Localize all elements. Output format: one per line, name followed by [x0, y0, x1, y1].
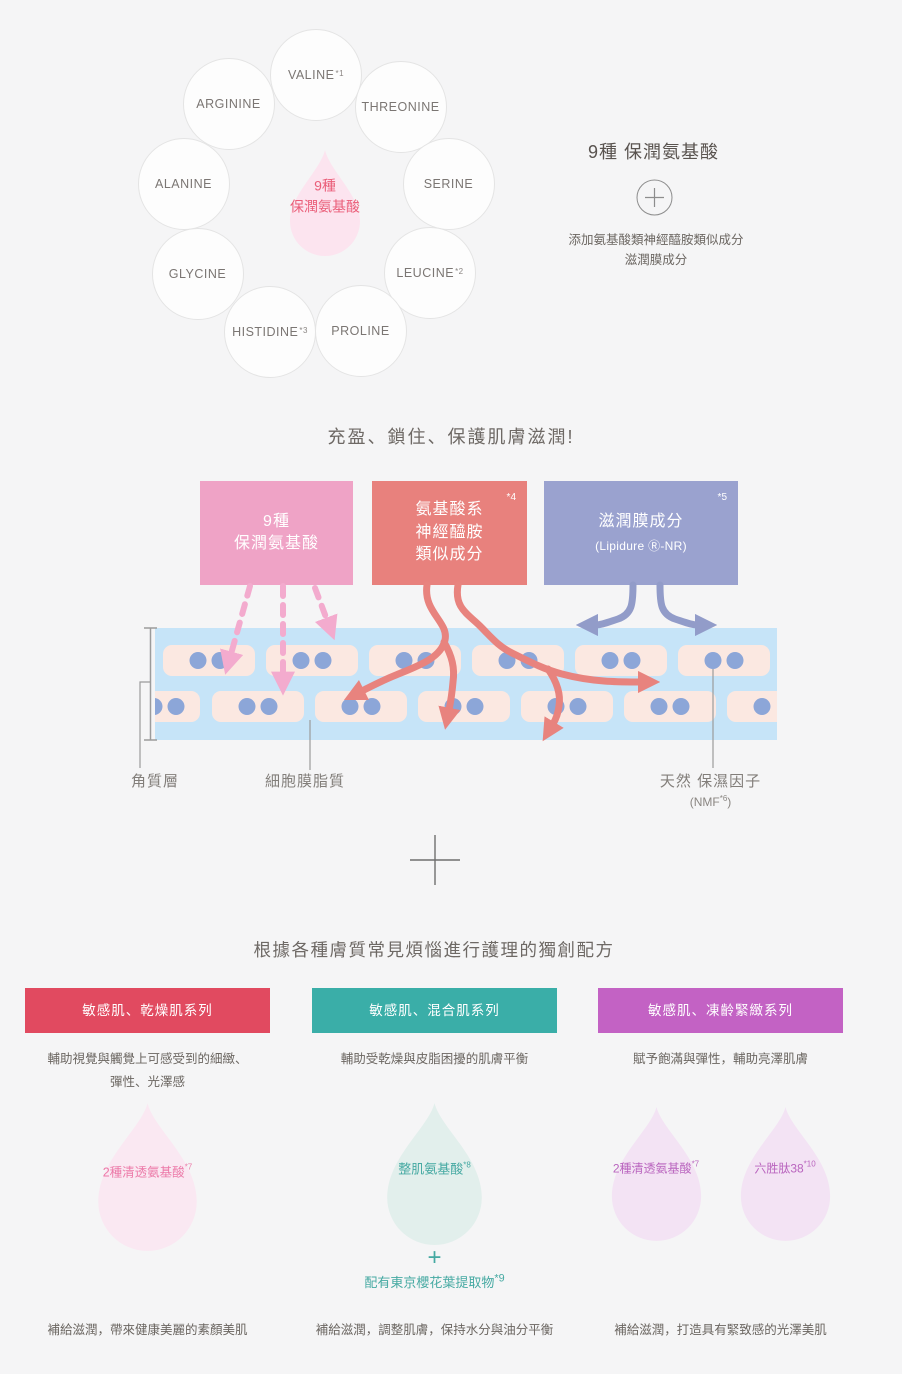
- footnote-marker: *4: [506, 492, 516, 503]
- series-column-aging-care: 敏感肌、凍齡緊緻系列 賦予飽滿與彈性，輔助亮澤肌膚 2種清透氨基酸*7 六胜肽3…: [598, 988, 843, 1340]
- box-moist-film: *5 滋潤膜成分 (Lipidure Ⓡ-NR): [544, 481, 738, 585]
- footnote-marker: *5: [717, 492, 727, 503]
- center-droplet: 9種 保潤氨基酸: [287, 147, 363, 257]
- footnote-marker: *1: [335, 68, 345, 78]
- footnote-marker: *7: [691, 1159, 700, 1169]
- amino-circle-serine: SERINE: [403, 138, 495, 230]
- plus-divider-icon: [410, 835, 460, 885]
- label-nmf: 天然 保濕因子: [659, 773, 762, 790]
- label-nmf-sub: (NMF*6): [689, 794, 732, 809]
- ingredient-droplet: 整肌氨基酸*8: [383, 1100, 486, 1251]
- extra-ingredient: 配有東京櫻花葉提取物*9: [364, 1272, 505, 1290]
- droplet-label: 2種清透氨基酸*7: [612, 1159, 700, 1176]
- series-subtitle: 賦予飽滿與彈性，輔助亮澤肌膚: [632, 1052, 808, 1066]
- ingredient-droplet: 2種清透氨基酸*7: [608, 1100, 705, 1251]
- series-heading: 根據各種膚質常見煩惱進行護理的獨創配方: [253, 940, 615, 960]
- footnote-marker: *9: [494, 1272, 505, 1285]
- series-subtitle: 輔助受乾燥與皮脂困擾的肌膚平衡: [340, 1052, 529, 1066]
- series-column-combination-skin: 敏感肌、混合肌系列 輔助受乾燥與皮脂困擾的肌膚平衡 整肌氨基酸*8 + 配有東京…: [312, 988, 557, 1340]
- pink-dashed-arrows: [220, 583, 338, 696]
- series-header: 敏感肌、乾燥肌系列: [25, 988, 270, 1033]
- droplet-shape-icon: [611, 1107, 701, 1241]
- amino-circle-arginine: ARGININE: [183, 58, 275, 150]
- series-header: 敏感肌、混合肌系列: [312, 988, 557, 1033]
- series-header: 敏感肌、凍齡緊緻系列: [598, 988, 843, 1033]
- label-cell-membrane-lipid: 細胞膜脂質: [264, 773, 345, 790]
- amino-circle-valine: VALINE*1: [270, 29, 362, 121]
- footnote-marker: *6: [719, 794, 728, 803]
- droplet-shape-icon: [290, 150, 360, 256]
- footnote-marker: *3: [299, 325, 308, 335]
- droplet-label: 整肌氨基酸*8: [398, 1160, 471, 1177]
- droplet-shape-icon: [387, 1103, 482, 1245]
- summary-title: 9種 保潤氨基酸: [588, 142, 720, 162]
- label-lines: [139, 627, 714, 770]
- ingredient-droplet: 2種清透氨基酸*7: [94, 1100, 201, 1257]
- amino-circle-glycine: GLYCINE: [152, 228, 244, 320]
- plus-icon: +: [427, 1244, 442, 1271]
- coral-arrows: [343, 581, 661, 742]
- label-stratum-corneum: 角質層: [130, 773, 179, 790]
- footnote-marker: *2: [455, 266, 464, 276]
- amino-circle-threonine: THREONINE: [355, 61, 447, 153]
- purple-arrows: [575, 581, 718, 637]
- droplet-label: 六胜肽38*10: [754, 1159, 816, 1176]
- series-caption: 補給滋潤，調整肌膚，保持水分與油分平衡: [315, 1323, 554, 1337]
- footnote-marker: *7: [184, 1162, 193, 1172]
- series-column-dry-skin: 敏感肌、乾燥肌系列 輔助視覺與觸覺上可感受到的細緻、 彈性、光澤感 2種清透氨基…: [25, 988, 270, 1340]
- box-ceramide-like: *4 氨基酸系 神經醯胺 類似成分: [372, 481, 527, 585]
- plus-circle-icon: [636, 179, 673, 216]
- amino-circle-leucine: LEUCINE*2: [384, 227, 476, 319]
- series-subtitle: 輔助視覺與觸覺上可感受到的細緻、 彈性、光澤感: [47, 1052, 248, 1089]
- footnote-marker: *10: [803, 1159, 816, 1169]
- box-amino-acids: 9種 保潤氨基酸: [200, 481, 353, 585]
- amino-circle-alanine: ALANINE: [138, 138, 230, 230]
- moisture-heading: 充盈、鎖住、保護肌膚滋潤!: [327, 427, 575, 447]
- droplet-label: 2種清透氨基酸*7: [102, 1162, 193, 1180]
- droplet-shape-icon: [98, 1103, 197, 1251]
- droplet-shape-icon: [740, 1107, 830, 1241]
- series-caption: 補給滋潤，打造具有緊致感的光澤美肌: [614, 1323, 827, 1337]
- summary-line-2: 滋潤膜成分: [624, 253, 688, 267]
- ingredient-droplet: 六胜肽38*10: [737, 1100, 834, 1251]
- amino-circle-proline: PROLINE: [315, 285, 407, 377]
- summary-line-1: 添加氨基酸類神經醯胺類似成分: [568, 233, 744, 247]
- stratum-band: [155, 628, 777, 740]
- center-droplet-label: 9種 保潤氨基酸: [290, 176, 360, 215]
- series-caption: 補給滋潤，帶來健康美麗的素顏美肌: [47, 1323, 248, 1337]
- amino-circle-histidine: HISTIDINE*3: [224, 286, 316, 378]
- footnote-marker: *8: [463, 1160, 471, 1170]
- skin-diagram: [139, 581, 777, 770]
